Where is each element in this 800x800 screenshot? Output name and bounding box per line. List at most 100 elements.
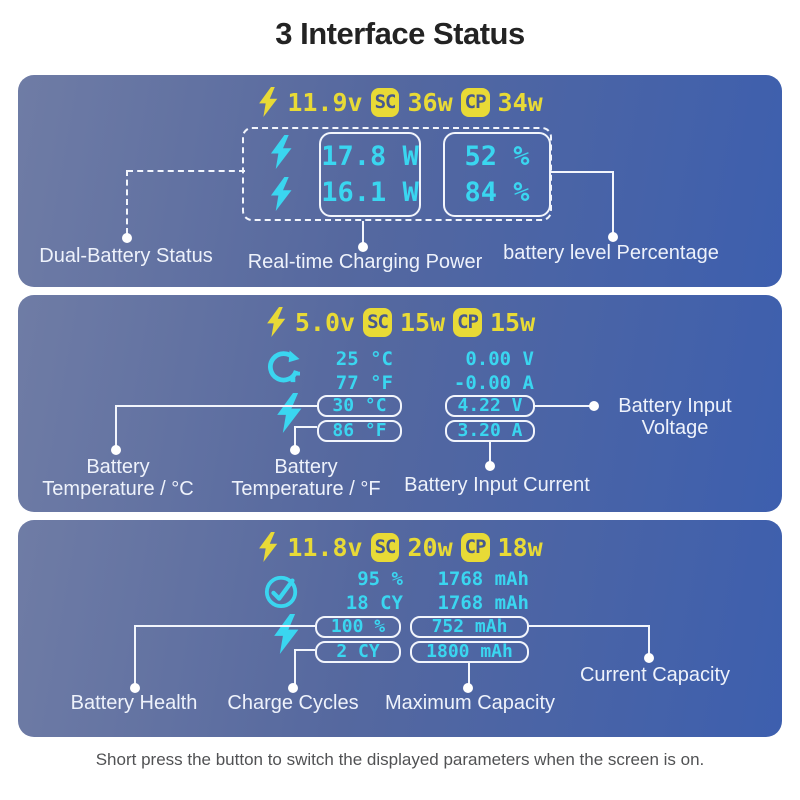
health-percent-value: 95 % bbox=[357, 568, 403, 590]
capacity-row1-value: 1768 mAh bbox=[437, 568, 529, 590]
connector-line bbox=[115, 405, 117, 447]
callout-dot bbox=[130, 683, 140, 693]
refresh-icon bbox=[268, 350, 300, 383]
dual-battery-status-label: Dual-Battery Status bbox=[39, 245, 213, 267]
check-circle-icon bbox=[264, 575, 298, 609]
boxed-cycles: 2 CY bbox=[315, 641, 401, 663]
panel-dual-battery-charging: 11.9v SC 36w CP 34w 17.8 W 16.1 W 52 % 8… bbox=[18, 75, 782, 287]
lightning-icon bbox=[266, 307, 286, 337]
panel-temperature-input: 5.0v SC 15w CP 15w 25 °C 77 °F 0.00 V -0… bbox=[18, 295, 782, 512]
callout-dot bbox=[290, 445, 300, 455]
lightning-icon bbox=[259, 87, 278, 117]
battery-temp-c-label: Battery Temperature / °C bbox=[18, 456, 218, 500]
connector-line bbox=[551, 171, 613, 173]
boxed-current-capacity: 752 mAh bbox=[410, 616, 529, 638]
boxed-health: 100 % bbox=[315, 616, 401, 638]
instruction-caption: Short press the button to switch the dis… bbox=[95, 750, 705, 769]
capacity-row2-value: 1768 mAh bbox=[437, 592, 529, 614]
boxed-temp-f: 86 °F bbox=[317, 420, 402, 442]
cp-watts-value: 15w bbox=[490, 307, 536, 337]
connector-line bbox=[116, 405, 317, 407]
connector-line bbox=[126, 170, 128, 234]
input-voltage-label: Battery Input Voltage bbox=[585, 395, 765, 439]
boxed-health-value: 100 % bbox=[330, 616, 386, 637]
battery-temp-f-value: 77 °F bbox=[335, 372, 393, 394]
boxed-input-v: 4.22 V bbox=[445, 395, 535, 417]
lightning-icon bbox=[270, 135, 292, 169]
boxed-temp-c-value: 30 °C bbox=[332, 395, 387, 416]
callout-dot bbox=[358, 242, 368, 252]
boxed-input-a: 3.20 A bbox=[445, 420, 535, 442]
cp-badge: CP bbox=[460, 87, 490, 117]
battery-level-label: battery level Percentage bbox=[503, 242, 719, 264]
maximum-capacity-label: Maximum Capacity bbox=[384, 692, 556, 714]
battery-health-label: Battery Health bbox=[70, 692, 198, 714]
boxed-temp-f-value: 86 °F bbox=[332, 420, 387, 441]
connector-line bbox=[468, 663, 470, 685]
battery-temp-c-value: 25 °C bbox=[335, 348, 393, 370]
callout-dot bbox=[589, 401, 599, 411]
label-line: Temperature / °F bbox=[231, 478, 381, 500]
lcd-header-row: 5.0v SC 15w CP 15w bbox=[18, 307, 782, 337]
panel-health-capacity: 11.8v SC 20w CP 18w 95 % 18 CY 1768 mAh … bbox=[18, 520, 782, 737]
boxed-temp-c: 30 °C bbox=[317, 395, 402, 417]
label-line: Voltage bbox=[641, 417, 709, 439]
lightning-icon bbox=[274, 614, 299, 654]
cp-badge: CP bbox=[460, 532, 490, 562]
battery2-power-value: 16.1 W bbox=[321, 177, 419, 208]
sc-watts-value: 20w bbox=[407, 532, 453, 562]
lightning-icon bbox=[259, 532, 278, 562]
battery-temp-f-label: Battery Temperature / °F bbox=[206, 456, 406, 500]
lightning-icon bbox=[270, 177, 292, 211]
connector-line bbox=[134, 625, 136, 685]
label-line: Battery bbox=[86, 456, 150, 478]
input-voltage-value: 5.0v bbox=[294, 307, 356, 337]
connector-line bbox=[612, 171, 614, 233]
boxed-input-v-value: 4.22 V bbox=[457, 395, 523, 416]
input-amp-value: -0.00 A bbox=[453, 372, 534, 394]
connector-line bbox=[362, 221, 364, 243]
lcd-header-row: 11.9v SC 36w CP 34w bbox=[18, 87, 782, 117]
callout-dot bbox=[288, 683, 298, 693]
boxed-max-capacity-value: 1800 mAh bbox=[426, 641, 513, 662]
connector-line bbox=[295, 649, 315, 651]
connector-line bbox=[294, 649, 296, 685]
sc-watts-value: 36w bbox=[407, 87, 453, 117]
cp-watts-value: 34w bbox=[497, 87, 543, 117]
connector-line bbox=[135, 625, 315, 627]
callout-dot bbox=[485, 461, 495, 471]
sc-badge: SC bbox=[363, 307, 392, 337]
sc-badge: SC bbox=[370, 87, 400, 117]
boxed-max-capacity: 1800 mAh bbox=[410, 641, 529, 663]
connector-line bbox=[489, 442, 491, 463]
input-volt-value: 0.00 V bbox=[465, 348, 534, 370]
connector-line bbox=[529, 625, 650, 627]
battery2-percent-value: 84 % bbox=[464, 177, 530, 208]
connector-line bbox=[127, 170, 245, 172]
charging-power-label: Real-time Charging Power bbox=[247, 251, 483, 273]
label-line: Temperature / °C bbox=[42, 478, 194, 500]
battery1-percent-value: 52 % bbox=[464, 141, 530, 172]
boxed-input-a-value: 3.20 A bbox=[457, 420, 523, 441]
boxed-current-capacity-value: 752 mAh bbox=[431, 616, 508, 637]
page-title: 3 Interface Status bbox=[275, 16, 525, 51]
connector-line bbox=[535, 405, 591, 407]
callout-dot bbox=[122, 233, 132, 243]
input-voltage-value: 11.8v bbox=[287, 532, 363, 562]
charge-cycles-label: Charge Cycles bbox=[227, 692, 359, 714]
connector-line bbox=[295, 426, 317, 428]
input-voltage-value: 11.9v bbox=[287, 87, 363, 117]
cp-badge: CP bbox=[453, 307, 482, 337]
lightning-icon bbox=[277, 393, 302, 433]
callout-dot bbox=[463, 683, 473, 693]
callout-dot bbox=[608, 232, 618, 242]
connector-line bbox=[648, 625, 650, 655]
label-line: Battery bbox=[274, 456, 338, 478]
battery1-power-value: 17.8 W bbox=[321, 141, 419, 172]
cp-watts-value: 18w bbox=[497, 532, 543, 562]
sc-badge: SC bbox=[370, 532, 400, 562]
dual-battery-group-box bbox=[242, 127, 552, 221]
battery-level-box: 52 % 84 % bbox=[443, 132, 551, 217]
label-line: Battery Input bbox=[618, 395, 732, 417]
charging-power-box: 17.8 W 16.1 W bbox=[319, 132, 421, 217]
